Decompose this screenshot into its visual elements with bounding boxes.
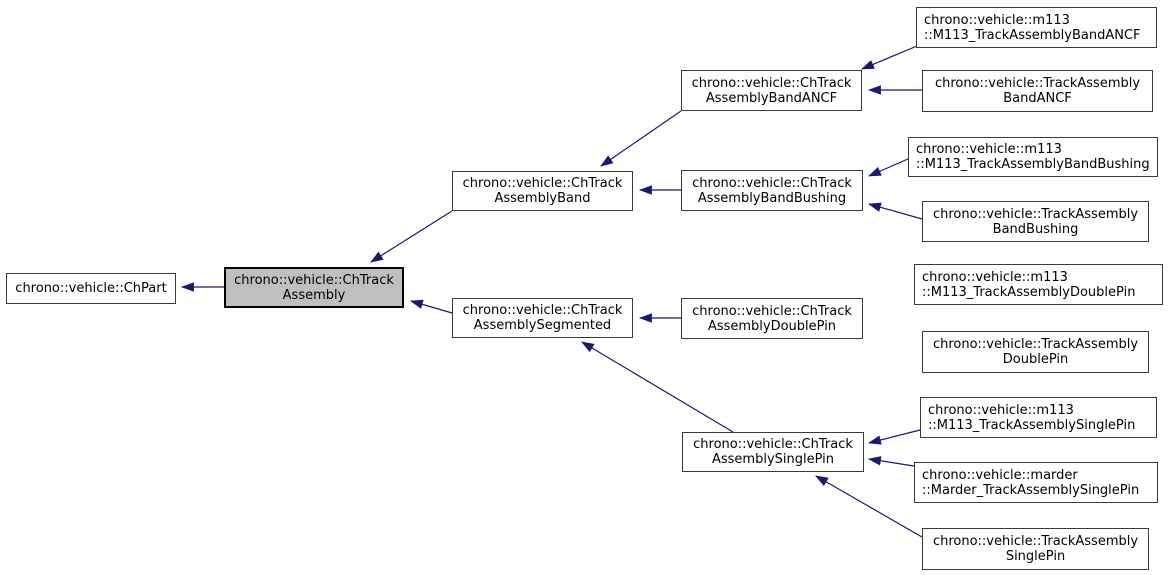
node-label-line1: chrono::vehicle::marder: [922, 467, 1078, 483]
node-label-line1: chrono::vehicle::m113: [928, 402, 1074, 418]
inheritance-arrow: [867, 202, 923, 220]
node-ch-track-assembly-band-ancf[interactable]: chrono::vehicle::ChTrack AssemblyBandANC…: [681, 70, 862, 111]
node-m113-track-assembly-single-pin[interactable]: chrono::vehicle::m113 ::M113_TrackAssemb…: [920, 397, 1157, 438]
node-ch-track-assembly-band-bushing[interactable]: chrono::vehicle::ChTrack AssemblyBandBus…: [681, 170, 863, 211]
node-label-line1: chrono::vehicle::ChTrack: [692, 303, 852, 319]
node-label-line1: chrono::vehicle::m113: [924, 12, 1070, 28]
node-label-line1: chrono::vehicle::ChTrack: [462, 303, 623, 318]
node-track-assembly-band-ancf[interactable]: chrono::vehicle::TrackAssembly BandANCF: [922, 70, 1153, 112]
inheritance-arrow: [815, 475, 923, 538]
inheritance-arrow: [867, 429, 921, 445]
inheritance-arrow: [600, 110, 682, 167]
inheritance-arrow: [861, 45, 918, 70]
node-label-line2: ::M113_TrackAssemblySinglePin: [928, 417, 1136, 433]
node-label-line1: chrono::vehicle::ChTrack: [462, 176, 623, 191]
node-label-line2: AssemblyBandANCF: [705, 90, 838, 106]
node-ch-track-assembly-double-pin[interactable]: chrono::vehicle::ChTrack AssemblyDoubleP…: [681, 298, 863, 339]
node-label-line1: chrono::vehicle::TrackAssembly: [932, 337, 1139, 352]
node-label-line2: BandANCF: [1003, 91, 1072, 106]
node-m113-track-assembly-band-ancf[interactable]: chrono::vehicle::m113 ::M113_TrackAssemb…: [916, 7, 1157, 48]
inheritance-arrow: [867, 456, 915, 467]
node-label-line2: BandBushing: [992, 221, 1079, 237]
node-ch-track-assembly-single-pin[interactable]: chrono::vehicle::ChTrack AssemblySingleP…: [682, 432, 864, 472]
node-label-line1: chrono::vehicle::TrackAssembly: [934, 76, 1141, 91]
node-ch-part[interactable]: chrono::vehicle::ChPart: [6, 273, 176, 304]
node-track-assembly-single-pin[interactable]: chrono::vehicle::TrackAssembly SinglePin: [922, 528, 1149, 570]
node-track-assembly-band-bushing[interactable]: chrono::vehicle::TrackAssembly BandBushi…: [922, 201, 1149, 242]
node-label-line1: chrono::vehicle::ChPart: [15, 281, 167, 296]
node-ch-track-assembly[interactable]: chrono::vehicle::ChTrack Assembly: [224, 267, 404, 308]
inheritance-arrow: [409, 299, 453, 314]
node-label-line2: SinglePin: [1005, 549, 1066, 564]
node-label-line2: ::Marder_TrackAssemblySinglePin: [922, 482, 1140, 498]
node-label-line1: chrono::vehicle::m113: [922, 269, 1068, 285]
node-label-line1: chrono::vehicle::TrackAssembly: [932, 206, 1139, 222]
node-label-line1: chrono::vehicle::ChTrack: [234, 272, 394, 288]
node-label-line2: ::M113_TrackAssemblyBandANCF: [924, 27, 1141, 43]
node-ch-track-assembly-segmented[interactable]: chrono::vehicle::ChTrack AssemblySegment…: [452, 298, 633, 338]
inheritance-arrow: [581, 341, 734, 433]
node-label-line2: AssemblyDoublePin: [707, 318, 837, 334]
node-label-line2: Assembly: [282, 287, 346, 303]
node-label-line2: ::M113_TrackAssemblyBandBushing: [916, 157, 1150, 172]
node-label-line1: chrono::vehicle::ChTrack: [691, 75, 852, 91]
node-track-assembly-double-pin[interactable]: chrono::vehicle::TrackAssembly DoublePin: [922, 331, 1149, 373]
node-m113-track-assembly-double-pin[interactable]: chrono::vehicle::m113 ::M113_TrackAssemb…: [914, 264, 1163, 305]
node-label-line1: chrono::vehicle::ChTrack: [693, 437, 853, 452]
node-marder-track-assembly-single-pin[interactable]: chrono::vehicle::marder ::Marder_TrackAs…: [914, 462, 1158, 503]
inheritance-arrow: [370, 210, 453, 263]
inheritance-arrow: [868, 158, 909, 177]
node-label-line1: chrono::vehicle::m113: [916, 142, 1062, 157]
node-label-line2: AssemblySinglePin: [711, 452, 835, 467]
node-label-line1: chrono::vehicle::ChTrack: [692, 175, 852, 191]
node-label-line2: ::M113_TrackAssemblyDoublePin: [922, 284, 1136, 300]
node-ch-track-assembly-band[interactable]: chrono::vehicle::ChTrack AssemblyBand: [452, 171, 633, 211]
node-label-line2: AssemblyBandBushing: [697, 190, 847, 206]
node-m113-track-assembly-band-bushing[interactable]: chrono::vehicle::m113 ::M113_TrackAssemb…: [908, 137, 1158, 177]
node-label-line2: AssemblySegmented: [473, 318, 612, 333]
node-label-line2: DoublePin: [1002, 352, 1069, 367]
node-label-line2: AssemblyBand: [494, 191, 591, 206]
node-label-line1: chrono::vehicle::TrackAssembly: [932, 534, 1139, 549]
